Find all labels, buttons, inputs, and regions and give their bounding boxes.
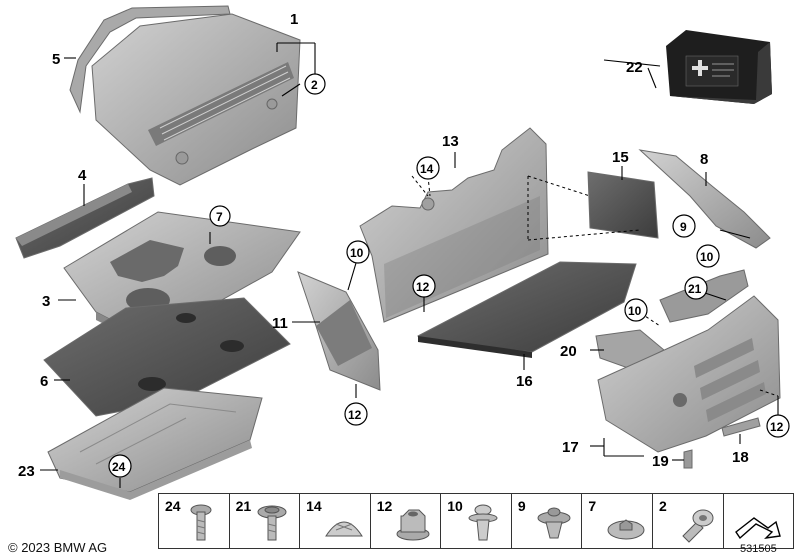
callout-20: 20 — [560, 343, 577, 360]
trunk-edge-bracket-part — [69, 5, 231, 114]
legend-cell[interactable]: 7 — [582, 494, 653, 548]
callout-23: 23 — [18, 463, 35, 480]
callout-12c: 12 — [770, 420, 784, 434]
legend-label: 21 — [235, 498, 252, 514]
legend-cell[interactable]: 2 — [653, 494, 724, 548]
cover-plug-part — [683, 449, 693, 469]
legend-cell[interactable]: 12 — [371, 494, 442, 548]
legend-cell[interactable]: 24 — [159, 494, 230, 548]
callout-12b: 12 — [416, 280, 430, 294]
callout-1: 1 — [290, 11, 298, 28]
legend-cell[interactable]: 10 — [441, 494, 512, 548]
copyright-notice: © 2023 BMW AG — [8, 540, 108, 555]
hex-nut-icon — [396, 509, 430, 541]
floor-carpet-part — [43, 297, 291, 417]
callout-19: 19 — [652, 453, 669, 470]
trunk-side-trim-part — [597, 295, 781, 453]
fastener-legend-bar: 24 21 14 12 10 — [158, 493, 794, 549]
callout-6: 6 — [40, 373, 48, 390]
callout-4: 4 — [78, 167, 87, 184]
callout-10b: 10 — [700, 250, 714, 264]
legend-cell[interactable] — [724, 494, 794, 548]
callout-21: 21 — [688, 282, 702, 296]
retaining-clip-part — [721, 417, 761, 437]
legend-label: 7 — [588, 498, 597, 514]
arrow-symbol-icon — [734, 517, 781, 540]
callout-12a: 12 — [348, 408, 362, 422]
expanding-rivet-icon — [468, 504, 498, 541]
legend-label: 14 — [306, 498, 322, 514]
load-sill-cover-part — [15, 177, 155, 259]
callout-16: 16 — [516, 373, 533, 390]
legend-label: 24 — [165, 498, 181, 514]
callout-17: 17 — [562, 439, 579, 456]
legend-label: 2 — [658, 498, 667, 514]
callout-18: 18 — [732, 449, 749, 466]
callout-11: 11 — [272, 315, 288, 332]
legend-label: 9 — [517, 498, 526, 514]
collar-screw-icon — [257, 505, 287, 541]
torx-bolt-icon — [190, 504, 212, 541]
callout-5: 5 — [52, 51, 60, 68]
insulation-pad-part — [587, 171, 659, 239]
callout-24: 24 — [112, 460, 126, 474]
leader-lines — [40, 42, 779, 488]
callout-labels: 1 2 5 4 7 3 6 23 24 11 10 12 12 13 14 15… — [18, 11, 790, 480]
side-trim-strip-part — [638, 149, 771, 249]
callout-10a: 10 — [350, 246, 364, 260]
callout-13: 13 — [442, 133, 459, 150]
callout-22: 22 — [626, 59, 643, 76]
speed-nut-icon — [607, 519, 645, 540]
diagram-number: 531505 — [740, 543, 777, 555]
floor-cover-board-part — [417, 261, 637, 358]
callout-10c: 10 — [628, 304, 642, 318]
storage-tray-part — [63, 211, 301, 348]
plug-clip-icon — [682, 509, 714, 543]
callout-2: 2 — [311, 78, 318, 92]
callout-3: 3 — [42, 293, 50, 310]
side-trim-bracket-part — [297, 271, 381, 391]
trunk-rear-panel-part — [91, 13, 301, 186]
callout-15: 15 — [612, 149, 629, 166]
callout-9: 9 — [680, 220, 687, 234]
legend-label: 10 — [447, 498, 463, 514]
legend-cell[interactable]: 14 — [300, 494, 371, 548]
dome-cap-icon — [325, 521, 364, 537]
legend-cell[interactable]: 9 — [512, 494, 583, 548]
floor-support-plate-part — [47, 387, 263, 500]
callout-14: 14 — [420, 162, 434, 176]
legend-cell[interactable]: 21 — [230, 494, 301, 548]
legend-label: 12 — [376, 498, 393, 514]
callout-8: 8 — [700, 151, 708, 168]
spreader-rivet-icon — [537, 507, 571, 539]
first-aid-kit-part — [666, 30, 772, 104]
callout-7: 7 — [216, 210, 223, 224]
